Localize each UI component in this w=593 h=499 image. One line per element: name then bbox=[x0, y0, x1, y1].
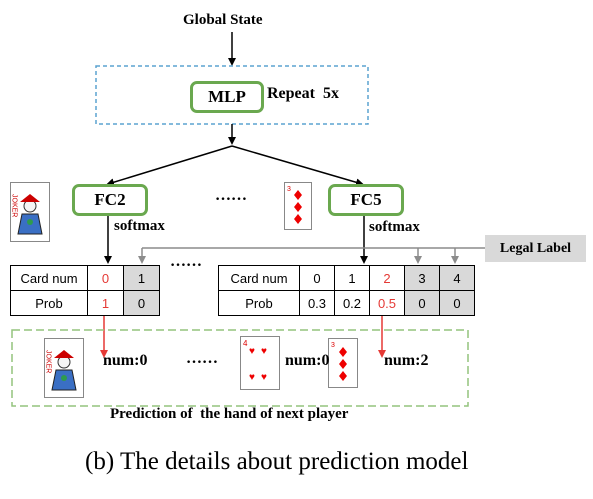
pred-num-mid: num:0 bbox=[285, 352, 330, 369]
table-cell: 0.2 bbox=[334, 290, 370, 316]
table-cell: 0 bbox=[299, 265, 335, 291]
table-cell: 0.5 bbox=[369, 290, 405, 316]
table-cell: 0 bbox=[123, 290, 160, 316]
mlp-box: MLP bbox=[190, 81, 264, 113]
table-cell: 0 bbox=[404, 290, 440, 316]
table-cell: Prob bbox=[218, 290, 300, 316]
svg-text:♥: ♥ bbox=[249, 346, 255, 357]
svg-text:JOKER: JOKER bbox=[11, 194, 18, 217]
left-prob-table: Card num 0 1 Prob 1 0 bbox=[10, 265, 160, 316]
line-split-right bbox=[231, 145, 364, 187]
table-cell: Card num bbox=[218, 265, 300, 291]
pred-num-left: num:0 bbox=[103, 352, 148, 369]
svg-text:♥: ♥ bbox=[249, 372, 255, 383]
svg-text:3: 3 bbox=[331, 342, 335, 349]
table-cell: 2 bbox=[369, 265, 405, 291]
joker-card-pred-icon: JOKER bbox=[44, 338, 84, 398]
svg-text:♥: ♥ bbox=[261, 372, 267, 383]
table-cell: Prob bbox=[10, 290, 88, 316]
table-cell: 4 bbox=[439, 265, 475, 291]
right-prob-table: Card num 0 1 2 3 4 Prob 0.3 0.2 0.5 0 0 bbox=[218, 265, 475, 316]
pred-num-right: num:2 bbox=[384, 352, 429, 369]
table-cell: 1 bbox=[123, 265, 160, 291]
svg-text:3: 3 bbox=[287, 186, 291, 193]
table-row: Card num 0 1 2 3 4 bbox=[218, 265, 475, 291]
table-cell: 1 bbox=[334, 265, 370, 291]
prediction-label: Prediction of the hand of next player bbox=[110, 406, 349, 422]
fc2-label: FC2 bbox=[94, 190, 126, 209]
joker-card-icon: JOKER bbox=[10, 182, 50, 242]
ellipsis-bottom: …… bbox=[186, 350, 218, 367]
figure-caption: (b) The details about prediction model bbox=[85, 448, 469, 475]
prediction-box bbox=[11, 329, 469, 407]
table-cell: 1 bbox=[87, 290, 124, 316]
svg-text:♥: ♥ bbox=[261, 346, 267, 357]
fc5-box: FC5 bbox=[328, 184, 404, 216]
table-cell: 3 bbox=[404, 265, 440, 291]
legal-label-box: Legal Label bbox=[485, 235, 586, 262]
table-cell: Card num bbox=[10, 265, 88, 291]
fc2-box: FC2 bbox=[72, 184, 148, 216]
four-of-hearts-card-icon: 4 ♥ ♥ ♥ ♥ bbox=[240, 336, 280, 390]
table-cell: 0 bbox=[87, 265, 124, 291]
ellipsis-mid: …… bbox=[170, 253, 202, 270]
table-cell: 0.3 bbox=[299, 290, 335, 316]
fc5-label: FC5 bbox=[350, 190, 382, 209]
legal-label-text: Legal Label bbox=[499, 240, 572, 256]
table-row: Prob 1 0 bbox=[10, 290, 160, 316]
mlp-label: MLP bbox=[208, 87, 246, 106]
global-state-label: Global State bbox=[183, 12, 263, 28]
three-of-diamonds-pred-icon: 3 bbox=[328, 338, 358, 388]
three-of-diamonds-card-icon: 3 bbox=[284, 182, 312, 230]
table-row: Prob 0.3 0.2 0.5 0 0 bbox=[218, 290, 475, 316]
table-cell: 0 bbox=[439, 290, 475, 316]
svg-text:JOKER: JOKER bbox=[45, 350, 52, 373]
ellipsis-top: …… bbox=[215, 187, 247, 204]
line-split-left bbox=[106, 145, 233, 187]
table-row: Card num 0 1 bbox=[10, 265, 160, 291]
repeat-label: Repeat 5x bbox=[267, 85, 339, 102]
softmax-left-label: softmax bbox=[114, 218, 165, 234]
softmax-right-label: softmax bbox=[369, 219, 420, 235]
svg-text:4: 4 bbox=[243, 339, 248, 348]
